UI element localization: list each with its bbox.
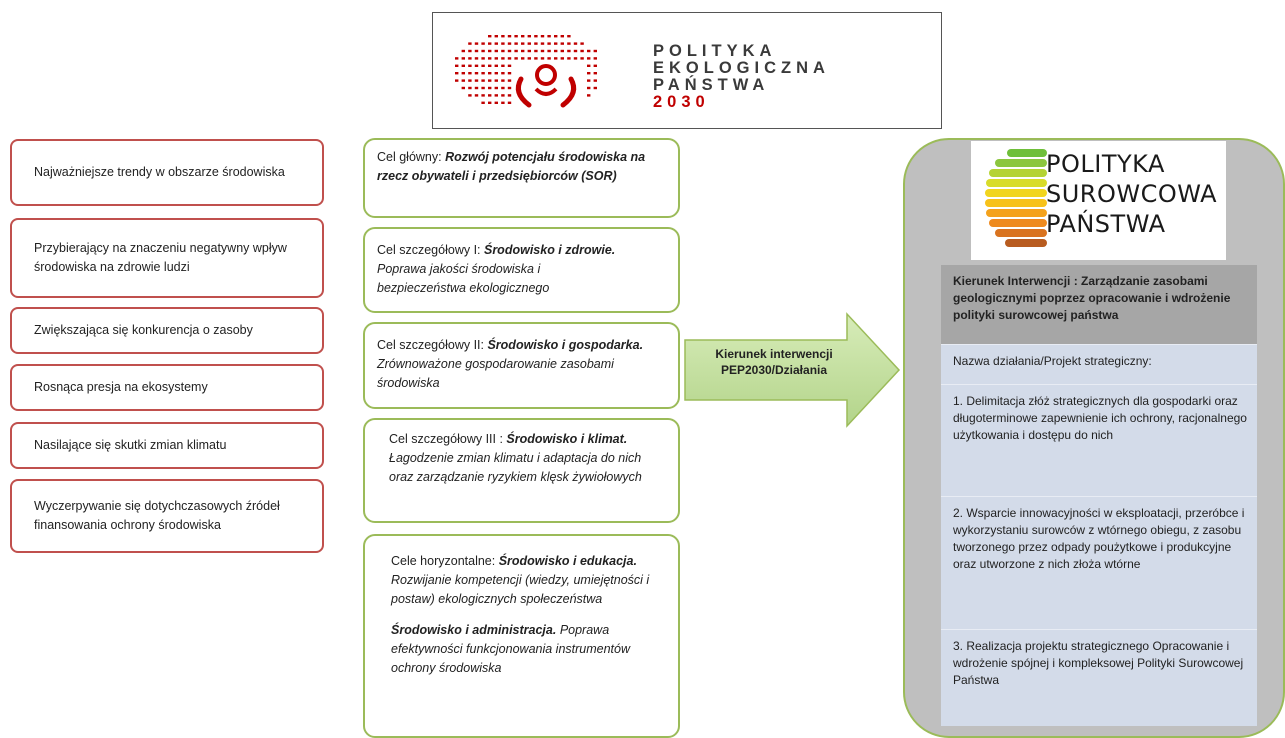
goal-main-title: Rozwój potencjału środowiska na rzecz ob…	[377, 150, 646, 183]
arrow-label-line1: Kierunek interwencji	[715, 347, 833, 361]
trend-box-4: Rosnąca presja na ekosystemy	[10, 364, 324, 411]
goal-3-title: Środowisko i klimat.	[506, 432, 628, 446]
trend-box-6: Wyczerpywanie się dotychczasowych źródeł…	[10, 479, 324, 553]
goal-1-title: Środowisko i zdrowie.	[483, 243, 616, 257]
trend-text-4: Rosnąca presja na ekosystemy	[34, 380, 208, 394]
goal-3-desc: Łagodzenie zmian klimatu i adaptacja do …	[389, 451, 642, 484]
polityka-surowcowa-logo: POLITYKA SUROWCOWA PAŃSTWA	[971, 141, 1226, 260]
arrow-label-line2: PEP2030/Działania	[720, 363, 828, 377]
trend-text-5: Nasilające się skutki zmian klimatu	[34, 438, 227, 452]
pep-logo-text: POLITYKA EKOLOGICZNA PAŃSTWA 2030	[653, 43, 830, 111]
goal-3-prefix: Cel szczegółowy III :	[389, 432, 507, 446]
panel-subheader: Nazwa działania/Projekt strategiczny:	[941, 345, 1257, 385]
goal-1-box: Cel szczegółowy I: Środowisko i zdrowie.…	[363, 227, 680, 313]
goal-horizontal-box: Cele horyzontalne: Środowisko i edukacja…	[363, 534, 680, 738]
arrow-label: Kierunek interwencji PEP2030/Działania	[695, 346, 853, 378]
goal-main-prefix: Cel główny:	[377, 150, 446, 164]
arrow-shape	[684, 312, 901, 428]
goal-2-title: Środowisko i gospodarka.	[487, 338, 644, 352]
panel-header: Kierunek Interwencji : Zarządzanie zasob…	[941, 265, 1257, 345]
goal-main-box: Cel główny: Rozwój potencjału środowiska…	[363, 138, 680, 218]
trend-text-3: Zwiększająca się konkurencja o zasoby	[34, 323, 253, 337]
action-row-2: 2. Wsparcie innowacyjności w eksploatacj…	[941, 497, 1257, 630]
goal-3-box: Cel szczegółowy III : Środowisko i klima…	[363, 418, 680, 523]
goal-h-title1: Środowisko i edukacja.	[498, 554, 637, 568]
trend-text-2: Przybierający na znaczeniu negatywny wpł…	[34, 241, 287, 274]
trend-text-1: Najważniejsze trendy w obszarze środowis…	[34, 165, 285, 179]
ps-logo-line3: PAŃSTWA	[1046, 210, 1166, 238]
goal-1-prefix: Cel szczegółowy I:	[377, 243, 484, 257]
trend-box-5: Nasilające się skutki zmian klimatu	[10, 422, 324, 469]
ps-logo-line1: POLITYKA	[1046, 150, 1165, 178]
goal-2-box: Cel szczegółowy II: Środowisko i gospoda…	[363, 322, 680, 409]
stripes-emblem-icon	[985, 149, 1047, 247]
pep-emblem-icon	[455, 35, 597, 108]
goal-1-desc: Poprawa jakości środowiska i bezpieczeńs…	[377, 262, 550, 295]
trend-text-6: Wyczerpywanie się dotychczasowych źródeł…	[34, 499, 280, 532]
goal-2-prefix: Cel szczegółowy II:	[377, 338, 488, 352]
goal-h-prefix: Cele horyzontalne:	[391, 554, 499, 568]
goal-h-desc2: Poprawa efektywności funkcjonowania inst…	[391, 623, 631, 675]
trend-box-1: Najważniejsze trendy w obszarze środowis…	[10, 139, 324, 206]
action-row-3: 3. Realizacja projektu strategicznego Op…	[941, 630, 1257, 726]
pep2030-logo: POLITYKA EKOLOGICZNA PAŃSTWA 2030	[432, 12, 942, 129]
action-row-1: 1. Delimitacja złóż strategicznych dla g…	[941, 385, 1257, 497]
ps-logo-line2: SUROWCOWA	[1046, 180, 1218, 208]
goal-h-desc1: Rozwijanie kompetencji (wiedzy, umiejętn…	[391, 573, 650, 606]
trend-box-2: Przybierający na znaczeniu negatywny wpł…	[10, 218, 324, 298]
goal-h-title2: Środowisko i administracja.	[391, 623, 557, 637]
pep-logo-line2: EKOLOGICZNA	[653, 59, 830, 77]
goal-2-desc: Zrównoważone gospodarowanie zasobami śro…	[377, 357, 614, 390]
pep-logo-line1: POLITYKA	[653, 42, 777, 60]
pep-logo-year: 2030	[653, 93, 710, 111]
pep-logo-line3: PAŃSTWA	[653, 76, 770, 94]
ps-logo-text: POLITYKA SUROWCOWA PAŃSTWA	[1046, 149, 1217, 239]
trend-box-3: Zwiększająca się konkurencja o zasoby	[10, 307, 324, 354]
